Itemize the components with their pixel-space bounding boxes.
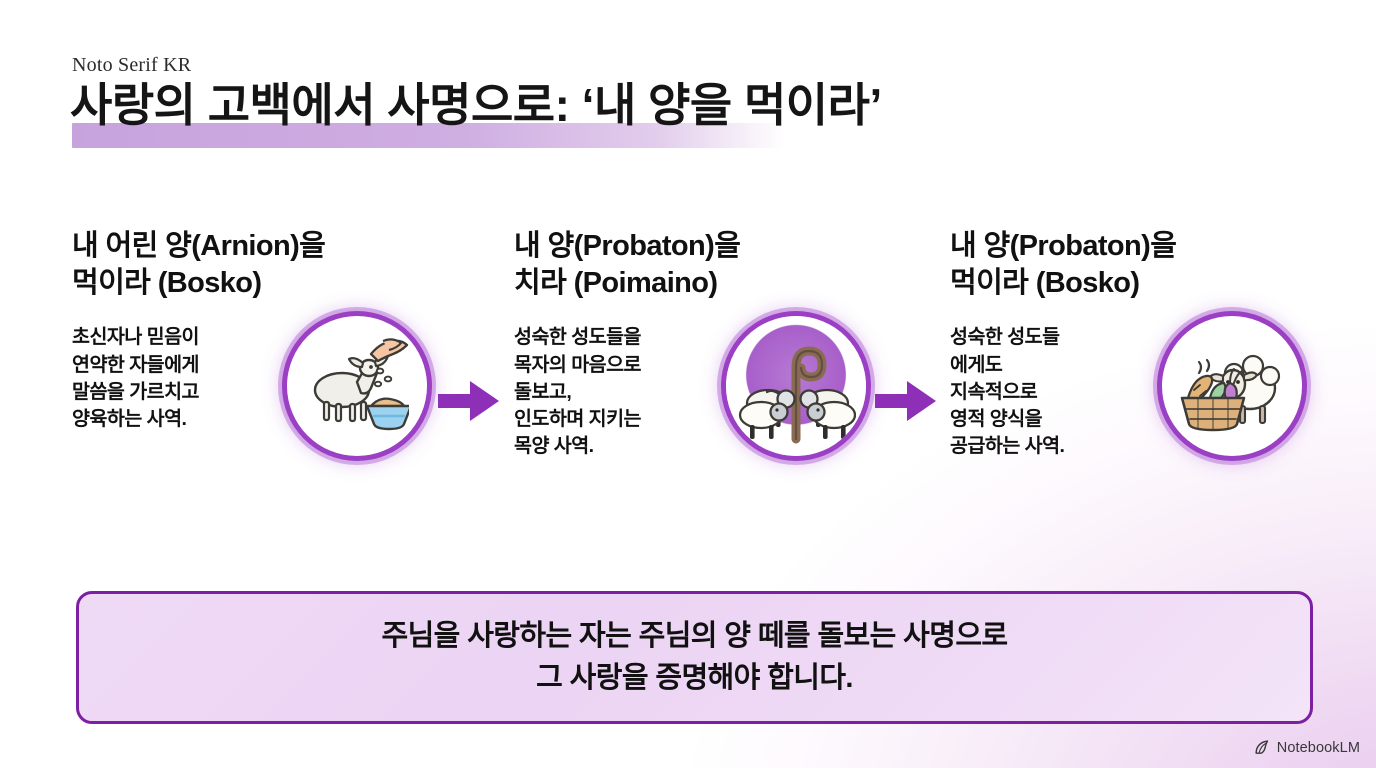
font-name-label: Noto Serif KR xyxy=(72,54,192,76)
arrow-right-icon-1 xyxy=(438,378,500,429)
column-1-description: 초신자나 믿음이 연약한 자들에게 말씀을 가르치고 양육하는 사역. xyxy=(72,326,200,431)
column-3-content: 성숙한 성도들 에게도 지속적으로 영적 양식을 공급하는 사역. xyxy=(950,316,1350,460)
notebooklm-watermark: NotebookLM xyxy=(1254,739,1360,756)
concept-column-3: 내 양(Probaton)을 먹이라 (Bosko) 성숙한 성도들 에게도 지… xyxy=(950,228,1350,461)
concept-column-2: 내 양(Probaton)을 치라 (Poimaino) 성숙한 성도들을 목자… xyxy=(514,228,914,461)
notebooklm-logo-icon xyxy=(1254,739,1271,756)
notebooklm-label: NotebookLM xyxy=(1276,739,1360,756)
title-highlight-band xyxy=(72,123,786,148)
summary-banner-text: 주님을 사랑하는 자는 주님의 양 떼를 돌보는 사명으로 그 사랑을 증명해야… xyxy=(381,620,1009,694)
column-2-description: 성숙한 성도들을 목자의 마음으로 돌보고, 인도하며 지키는 목양 사역. xyxy=(514,326,642,458)
column-1-heading: 내 어린 양(Arnion)을 먹이라 (Bosko) xyxy=(72,230,326,300)
column-3-heading: 내 양(Probaton)을 먹이라 (Bosko) xyxy=(950,230,1177,300)
shepherd-staff-with-sheep-icon xyxy=(726,316,866,457)
column-2-heading: 내 양(Probaton)을 치라 (Poimaino) xyxy=(514,230,741,300)
page-title: 사랑의 고백에서 사명으로: ‘내 양을 먹이라’ xyxy=(70,79,882,131)
page-title-block: 사랑의 고백에서 사명으로: ‘내 양을 먹이라’ xyxy=(70,79,1320,148)
column-1-content: 초신자나 믿음이 연약한 자들에게 말씀을 가르치고 양육하는 사역. xyxy=(72,316,472,457)
column-3-description: 성숙한 성도들 에게도 지속적으로 영적 양식을 공급하는 사역. xyxy=(950,326,1065,458)
arrow-right-icon-2 xyxy=(875,378,937,429)
summary-banner: 주님을 사랑하는 자는 주님의 양 떼를 돌보는 사명으로 그 사랑을 증명해야… xyxy=(76,591,1313,724)
sheep-eating-bread-basket-icon xyxy=(1162,316,1302,457)
column-2-content: 성숙한 성도들을 목자의 마음으로 돌보고, 인도하며 지키는 목양 사역. xyxy=(514,316,914,460)
hand-feeding-lamb-icon xyxy=(287,316,427,457)
concept-column-1: 내 어린 양(Arnion)을 먹이라 (Bosko) 초신자나 믿음이 연약한… xyxy=(72,228,472,457)
